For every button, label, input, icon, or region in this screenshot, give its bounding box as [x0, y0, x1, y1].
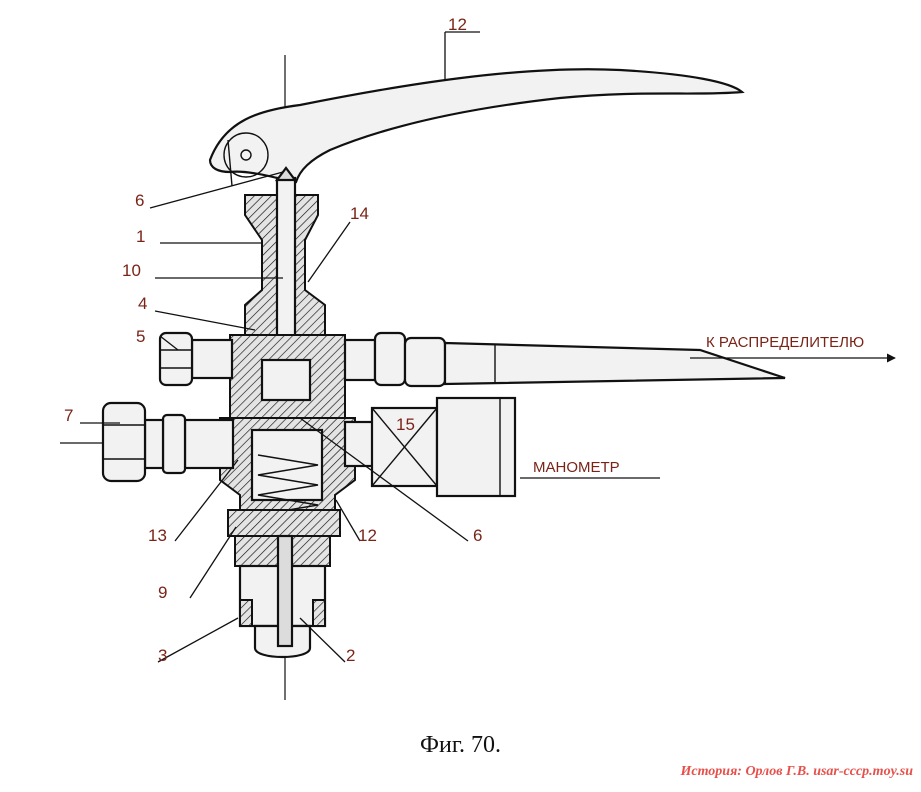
figure-caption: Фиг. 70. [420, 732, 501, 758]
callout-14: 14 [350, 204, 369, 223]
callout-3: 3 [158, 646, 167, 665]
spring [257, 454, 319, 516]
lever [208, 68, 745, 187]
callout-2: 2 [346, 646, 355, 665]
watermark: История: Орлов Г.В. usar-cccp.moy.su [680, 764, 913, 779]
valve-body [219, 166, 356, 658]
stem [275, 176, 297, 355]
callout-5: 5 [136, 327, 145, 346]
callout-4: 4 [138, 294, 147, 313]
callout-7: 7 [64, 406, 73, 425]
distributor-label: К РАСПРЕДЕЛИТЕЛЮ [706, 334, 864, 351]
fitting-right-lower [343, 396, 517, 498]
fitting-right-upper [343, 331, 786, 388]
callout-10: 10 [122, 261, 141, 280]
callout-13: 13 [148, 526, 167, 545]
callout-6-bottom: 6 [473, 526, 482, 545]
callout-15: 15 [396, 415, 415, 434]
fitting-left-lower [101, 401, 235, 483]
gauge-label: МАНОМЕТР [533, 459, 620, 476]
callout-6-top: 6 [135, 191, 144, 210]
callout-12-lever: 12 [448, 15, 467, 34]
fitting-left-upper [158, 331, 234, 387]
callout-12-bottom: 12 [358, 526, 377, 545]
callout-1: 1 [136, 227, 145, 246]
leader-lines [80, 31, 480, 663]
callout-9: 9 [158, 583, 167, 602]
